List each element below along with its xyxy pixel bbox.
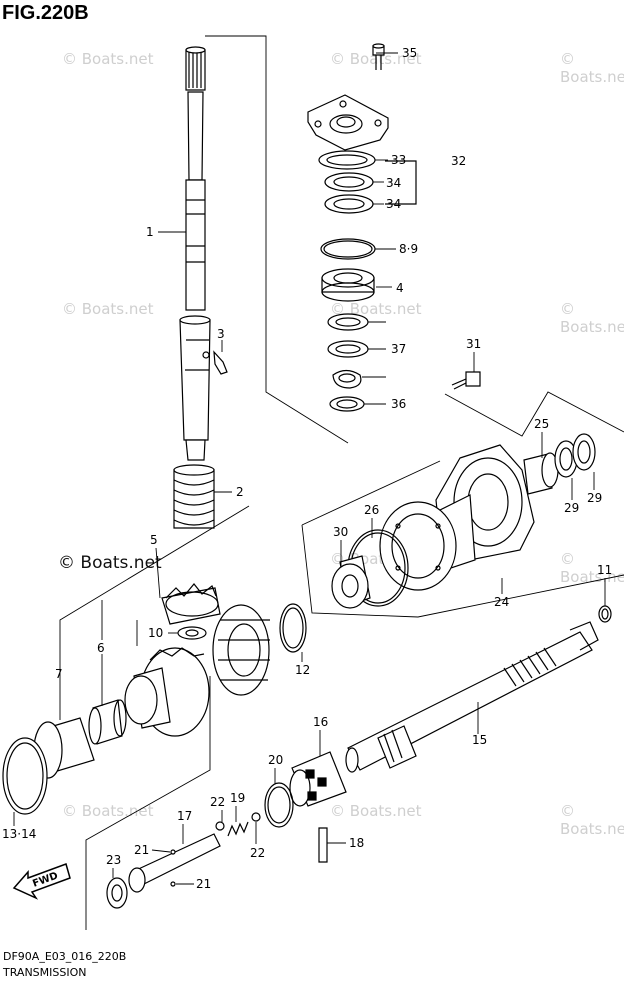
callout-27-left: 29 <box>564 501 579 515</box>
forward-gear-part <box>124 647 210 737</box>
shim-ring-part <box>279 603 307 653</box>
taper-bearing-part <box>2 717 95 815</box>
callout-5: 5 <box>150 533 158 547</box>
callout-2: 2 <box>236 485 244 499</box>
steel-ball-part <box>215 821 225 831</box>
small-ball-part <box>170 849 176 855</box>
watermark: © Boats.net <box>62 802 154 820</box>
oil-seal-rear-part <box>554 433 596 478</box>
callout-34: 36 <box>391 397 406 411</box>
diagram-caption: TRANSMISSION <box>3 966 87 979</box>
callout-26: 26 <box>364 503 379 517</box>
callout-6: 6 <box>97 641 105 655</box>
callout-22-lower: 22 <box>250 846 265 860</box>
clutch-dog-part <box>289 751 347 807</box>
watermark: © Boats.net <box>330 802 422 820</box>
spring-part <box>173 464 215 529</box>
callout-21-upper: 21 <box>134 843 149 857</box>
washer-part <box>329 396 365 412</box>
diagram-code: DF90A_E03_016_220B <box>3 950 127 963</box>
callout-23: 23 <box>106 853 121 867</box>
callout-18: 18 <box>349 836 364 850</box>
group-bracket <box>385 160 417 205</box>
forward-needle-bearing-part <box>88 699 127 745</box>
shift-spring-part <box>227 821 249 837</box>
watermark: © Boats.net <box>560 550 624 586</box>
callout-24: 24 <box>494 595 509 609</box>
small-ball-part <box>170 881 176 887</box>
callout-28: 30 <box>333 525 348 539</box>
callout-31: 33 <box>391 153 406 167</box>
watermark-prominent: © Boats.net <box>58 553 162 573</box>
callout-22-upper: 22 <box>210 795 225 809</box>
callout-7: 7 <box>55 667 63 681</box>
pinion-washer-part <box>177 626 207 640</box>
shim-part <box>327 313 369 358</box>
callout-30: 32 <box>451 154 466 168</box>
callout-labels: 1 2 3 4 5 6 7 8·9 10 11 12 13·14 15 16 1… <box>2 46 612 891</box>
callout-13-14: 13·14 <box>2 827 36 841</box>
clutch-ring-part <box>264 782 294 828</box>
callout-1: 1 <box>146 225 154 239</box>
watermark: © Boats.net <box>62 50 154 68</box>
callout-8-9: 8·9 <box>399 242 418 256</box>
watermark: © Boats.net <box>560 802 624 838</box>
callout-19: 19 <box>230 791 245 805</box>
steel-ball-part <box>251 812 261 822</box>
callout-10: 10 <box>148 626 163 640</box>
housing-bolt-part <box>451 371 481 390</box>
slider-washer-part <box>106 877 128 909</box>
watermark: © Boats.net <box>560 50 624 86</box>
callout-12: 12 <box>295 663 310 677</box>
circlip-part <box>320 238 376 260</box>
callout-16: 16 <box>313 715 328 729</box>
retaining-ring-part <box>598 605 612 623</box>
watermark: © Boats.net <box>560 300 624 336</box>
lower-gear-group-box <box>59 505 250 930</box>
callout-17: 17 <box>177 809 192 823</box>
pin-part <box>213 350 228 375</box>
callout-20: 20 <box>268 753 283 767</box>
callout-32-upper: 34 <box>386 176 401 190</box>
propeller-shaft-part <box>345 621 599 773</box>
drive-shaft-part <box>179 46 211 461</box>
shift-slider-part <box>128 833 221 893</box>
oil-seal-part <box>324 172 374 214</box>
cross-pin-part <box>318 827 328 863</box>
thrust-washer-part <box>332 369 362 389</box>
bolt-part <box>372 43 385 70</box>
leader-lines <box>13 52 606 885</box>
assembly-bracket-line <box>205 35 349 444</box>
callout-25: 25 <box>534 417 549 431</box>
needle-bearing-part <box>523 452 559 495</box>
reverse-gear-part <box>212 604 270 696</box>
callout-11: 11 <box>597 563 612 577</box>
callout-21-lower: 21 <box>196 877 211 891</box>
propeller-shaft-housing-part <box>379 444 535 591</box>
upper-housing-part <box>307 94 389 151</box>
callout-15: 15 <box>472 733 487 747</box>
bearing-part <box>321 268 375 302</box>
callout-32-lower: 34 <box>386 197 401 211</box>
callout-35: 37 <box>391 342 406 356</box>
seal-ring-part <box>318 150 376 170</box>
watermark: © Boats.net <box>62 300 154 318</box>
watermark: © Boats.net <box>330 300 422 318</box>
gear-case-group-box <box>301 391 624 618</box>
forward-direction-arrow: FWD <box>12 863 71 900</box>
figure-title: FIG.220B <box>2 2 89 24</box>
callout-4: 4 <box>396 281 404 295</box>
callout-29: 31 <box>466 337 481 351</box>
pinion-gear-part <box>161 583 221 625</box>
gear-case-bearing-part <box>331 555 371 609</box>
callout-27-right: 29 <box>587 491 602 505</box>
callout-3: 3 <box>217 327 225 341</box>
callout-33: 35 <box>402 46 417 60</box>
